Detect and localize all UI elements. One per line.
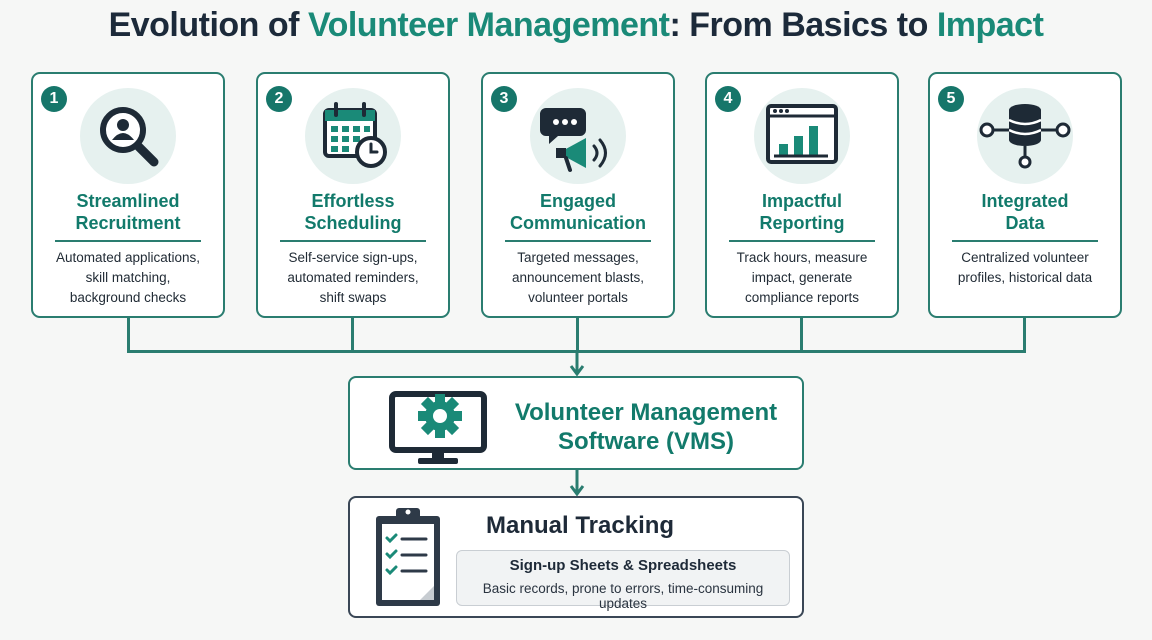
connector-drop-1 [127,318,130,352]
stage-title: Streamlined Recruitment [39,190,217,234]
vms-title-line: Volunteer Management [514,399,778,426]
desc-line: compliance reports [744,290,860,305]
divider [280,240,426,242]
connector-drop-3 [576,318,579,352]
clipboard-checklist-icon [376,508,440,606]
connector-drop-4 [800,318,803,352]
title-part-3: : From Basics to [669,6,937,44]
step-number-badge: 5 [938,86,964,112]
title-part-4: Impact [936,6,1044,44]
stage-title-line: Engaged [539,191,616,211]
desc-line: background checks [69,290,187,305]
database-network-icon [977,88,1073,184]
stage-title-line: Communication [509,213,646,233]
stage-title: Impactful Reporting [713,190,891,234]
stage-card-reporting: 4 Impactful Reporting Track hours, measu… [705,72,899,318]
desc-line: impact, generate [751,270,853,285]
step-number-badge: 4 [715,86,741,112]
step-number-badge: 3 [491,86,517,112]
desc-line: skill matching, [85,270,171,285]
megaphone-chat-icon [530,88,626,184]
divider [729,240,875,242]
page-title: Evolution of Volunteer Management: From … [0,6,1152,45]
stage-card-recruitment: 1 Streamlined Recruitment Automated appl… [31,72,225,318]
monitor-gear-icon [389,391,487,464]
calendar-clock-icon [305,88,401,184]
vms-box: Volunteer Management Software (VMS) [348,376,804,470]
manual-detail-box: Sign-up Sheets & Spreadsheets Basic reco… [456,550,790,611]
stage-title-line: Recruitment [75,213,181,233]
desc-line: Targeted messages, [517,250,639,265]
desc-line: automated reminders, [287,270,419,285]
stage-title: Engaged Communication [489,190,667,234]
stage-title-line: Reporting [759,213,845,233]
stage-description: Centralized volunteer profiles, historic… [938,248,1112,288]
stage-description: Targeted messages, announcement blasts, … [491,248,665,308]
manual-title: Manual Tracking [486,512,675,539]
manual-sub-title: Sign-up Sheets & Spreadsheets [509,557,737,574]
step-number-badge: 1 [41,86,67,112]
stage-description: Automated applications, skill matching, … [41,248,215,308]
search-user-icon [80,88,176,184]
stage-title-line: Impactful [761,191,842,211]
stage-description: Self-service sign-ups, automated reminde… [266,248,440,308]
desc-line: Track hours, measure [736,250,868,265]
desc-line: Self-service sign-ups, [288,250,418,265]
connector-drop-2 [351,318,354,352]
divider [505,240,651,242]
stage-card-communication: 3 Engaged Communication Targeted message… [481,72,675,318]
stage-title: Effortless Scheduling [264,190,442,234]
step-number-badge: 2 [266,86,292,112]
divider [952,240,1098,242]
manual-sub-description: Basic records, prone to errors, time-con… [482,581,764,611]
manual-tracking-box: Manual Tracking Sign-up Sheets & Spreads… [348,496,804,618]
stage-card-data: 5 Integrated Data Centralized volunteer … [928,72,1122,318]
stage-title-line: Integrated [981,191,1069,211]
stage-title-line: Scheduling [304,213,402,233]
arrow-down-icon [569,352,585,376]
stage-card-scheduling: 2 Effortless Scheduling Self-service sig… [256,72,450,318]
title-part-2: Volunteer Management [307,6,670,44]
connector-bus [127,350,1026,353]
stage-title: Integrated Data [936,190,1114,234]
desc-line: Centralized volunteer [961,250,1089,265]
stage-description: Track hours, measure impact, generate co… [715,248,889,308]
title-part-1: Evolution of [108,6,308,44]
vms-title-line: Software (VMS) [557,428,734,455]
connector-drop-5 [1023,318,1026,352]
desc-line: shift swaps [319,290,387,305]
stage-title-line: Data [1005,213,1045,233]
desc-line: Automated applications, [55,250,201,265]
desc-line: profiles, historical data [957,270,1093,285]
desc-line: announcement blasts, [511,270,645,285]
arrow-down-icon [569,470,585,496]
desc-line: volunteer portals [528,290,628,305]
stage-title-line: Effortless [311,191,395,211]
bar-chart-icon [754,88,850,184]
stage-title-line: Streamlined [76,191,180,211]
vms-title: Volunteer Management Software (VMS) [500,398,792,456]
divider [55,240,201,242]
